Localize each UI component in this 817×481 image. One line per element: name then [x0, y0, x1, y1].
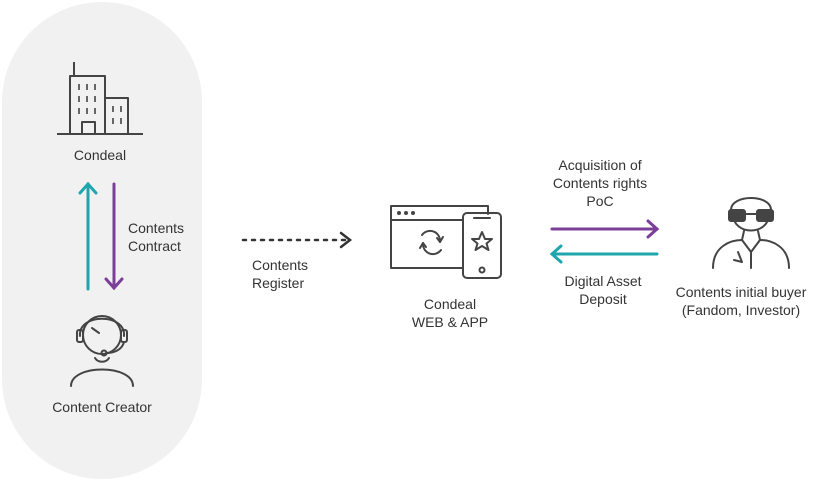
- buyer-label-line2: (Fandom, Investor): [681, 302, 801, 318]
- buyer-label-line1: Contents initial buyer: [675, 284, 807, 300]
- stakeholder-panel: [2, 2, 202, 479]
- register-label-line1: Contents: [252, 257, 309, 273]
- contract-up-arrow: [78, 181, 98, 291]
- condeal-label: Condeal: [73, 147, 127, 163]
- acquisition-label-line1: Acquisition of: [558, 157, 642, 173]
- buyer-label: Contents initial buyer (Fandom, Investor…: [668, 283, 814, 319]
- contract-label: Contents Contract: [128, 219, 192, 255]
- web-app-label: Condeal WEB & APP: [398, 295, 502, 331]
- web-app-label-line2: WEB & APP: [411, 314, 489, 330]
- register-arrow: [241, 231, 353, 249]
- contract-label-line1: Contents: [128, 220, 185, 236]
- contract-label-line2: Contract: [128, 238, 181, 254]
- businessman-icon: [712, 197, 790, 269]
- headset-person-icon: [70, 315, 134, 387]
- acquisition-arrow: [550, 219, 660, 239]
- acquisition-label-line2: Contents rights: [552, 175, 648, 191]
- acquisition-label: Acquisition of Contents rights PoC: [540, 156, 660, 210]
- creator-label: Content Creator: [52, 399, 152, 415]
- deposit-label: Digital Asset Deposit: [548, 272, 658, 308]
- web-app-label-line1: Condeal: [423, 296, 477, 312]
- contract-down-arrow: [104, 182, 124, 291]
- deposit-label-line2: Deposit: [579, 291, 627, 307]
- building-icon: [57, 62, 143, 135]
- register-label: Contents Register: [252, 256, 322, 292]
- deposit-label-line1: Digital Asset: [564, 273, 642, 289]
- browser-phone-icon: [390, 205, 502, 279]
- deposit-arrow: [549, 244, 659, 264]
- acquisition-label-line3: PoC: [586, 193, 614, 209]
- register-label-line2: Register: [252, 275, 305, 291]
